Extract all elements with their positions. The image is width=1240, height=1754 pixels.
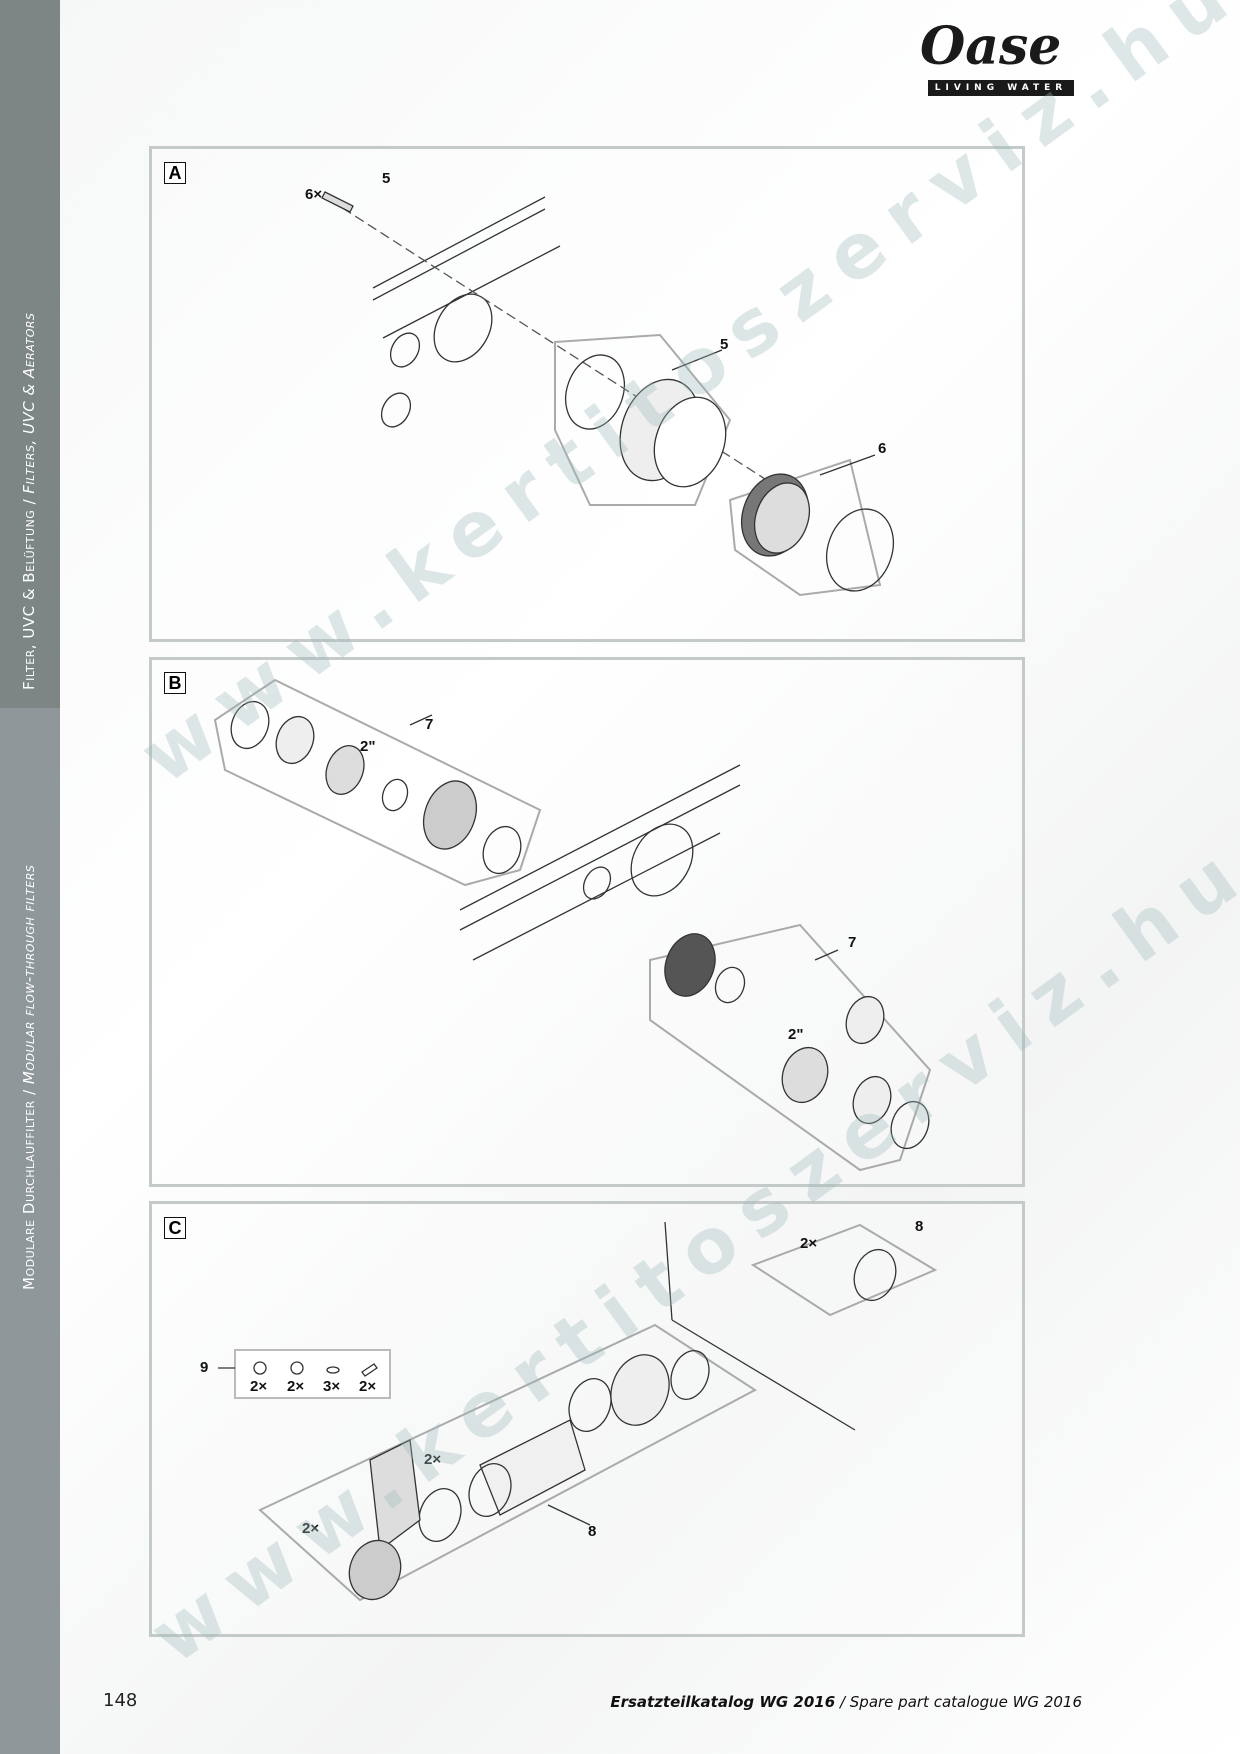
size-label: 2" [788, 1026, 804, 1043]
qty-label: 2× [287, 1378, 305, 1395]
qty-label: 2× [250, 1378, 268, 1395]
logo-wordmark: Oase [920, 16, 1062, 77]
panel-c-letter: C [164, 1217, 186, 1239]
page-number: 148 [103, 1690, 138, 1711]
diagram-panel-a [149, 146, 1025, 642]
footer-title-de: Ersatzteilkatalog WG 2016 [610, 1693, 836, 1711]
panel-b-drawing [213, 678, 932, 1172]
sidebar-section-modular [0, 708, 60, 1754]
qty-label: 6× [305, 186, 323, 203]
part-label: 6 [878, 440, 887, 457]
footer-title-en: Spare part catalogue WG 2016 [849, 1693, 1082, 1711]
diagram-panel-c [149, 1201, 1025, 1637]
footer-title: Ersatzteilkatalog WG 2016 / Spare part c… [610, 1693, 1082, 1711]
part-label: 5 [720, 336, 729, 353]
part-label: 8 [915, 1218, 924, 1235]
qty-label: 2× [424, 1451, 442, 1468]
part-label: 9 [200, 1359, 209, 1376]
qty-label: 2× [302, 1520, 320, 1537]
logo-tagline: LIVING WATER [928, 80, 1074, 96]
footer-sep: / [835, 1693, 850, 1711]
part-label: 7 [848, 934, 857, 951]
panel-a-drawing [321, 191, 894, 597]
part-label: 7 [425, 716, 434, 733]
part-label: 5 [382, 170, 391, 187]
size-label: 2" [360, 738, 376, 755]
oase-logo: Oase LIVING WATER [918, 16, 1094, 99]
qty-label: 2× [800, 1235, 818, 1252]
panel-c-drawing [218, 1221, 938, 1602]
panel-a-letter: A [164, 162, 186, 184]
part-label: 8 [588, 1523, 597, 1540]
sidebar-section-filters [0, 0, 60, 708]
qty-label: 2× [359, 1378, 377, 1395]
qty-label: 3× [323, 1378, 341, 1395]
panel-b-letter: B [164, 672, 186, 694]
